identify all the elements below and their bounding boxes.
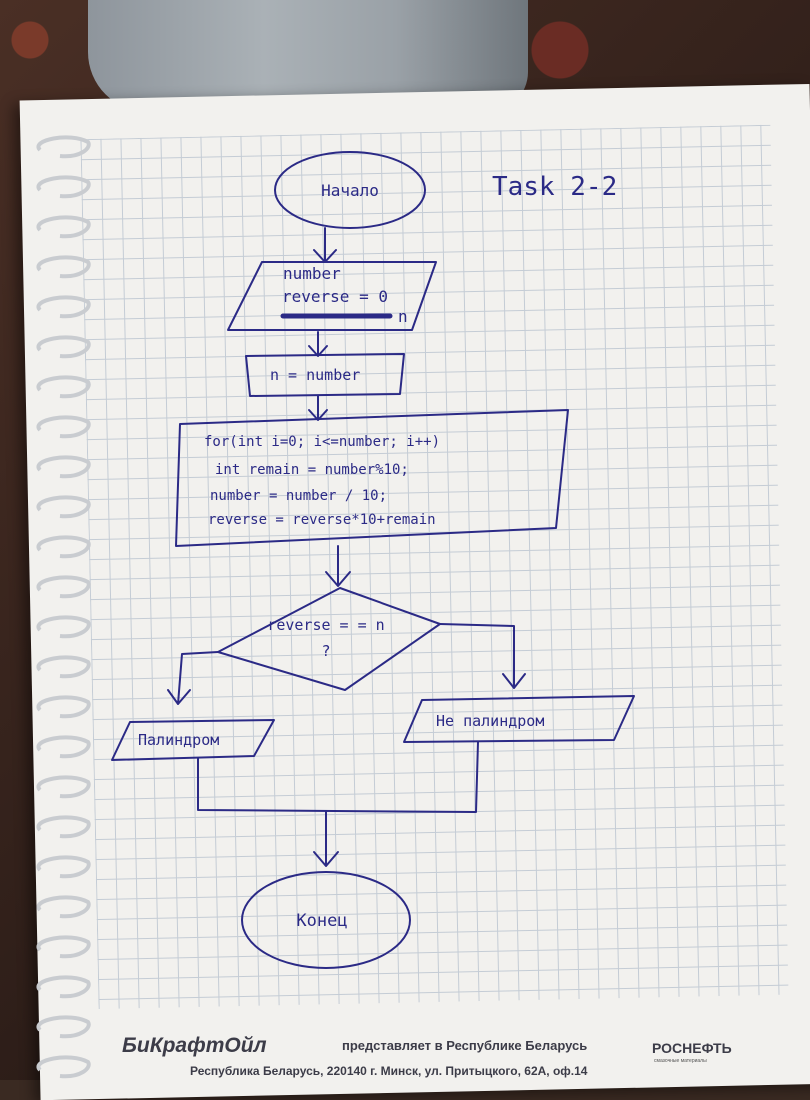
spiral-ring [36,1015,91,1039]
spiral-ring [36,535,91,559]
end-label: Конец [296,911,347,931]
loop-line-4: reverse = reverse*10+remain [208,512,436,528]
footer-tagline: представляет в Республике Беларусь [342,1038,588,1053]
spiral-ring [36,615,91,639]
footer-address: Республика Беларусь, 220140 г. Минск, ул… [190,1064,588,1078]
end-terminator [241,871,411,969]
spiral-ring [36,495,91,519]
input-parallelogram [227,261,437,331]
task-title: Task 2-2 [492,172,617,202]
spiral-ring [36,695,91,719]
spiral-ring [36,335,91,359]
start-terminator [274,151,426,229]
loop-line-3: number = number / 10; [210,488,387,504]
arrow-assign-to-loop [308,395,328,421]
spiral-ring [36,975,91,999]
spiral-ring [36,455,91,479]
merge-line [197,741,479,813]
spiral-ring [36,895,91,919]
decision-condition: reverse = = n [267,616,384,634]
spiral-ring [36,935,91,959]
loop-process [175,409,569,547]
spiral-ring [36,135,91,159]
rosneft-subtitle: смазочные материалы [654,1058,707,1064]
yes-output-parallelogram [111,719,275,761]
spiral-ring [36,735,91,759]
spiral-ring [36,655,91,679]
input-number: number [283,264,341,283]
spiral-ring [36,575,91,599]
spiral-ring [36,855,91,879]
spiral-ring [36,295,91,319]
spiral-ring [36,175,91,199]
arrow-merge-to-end [313,811,339,867]
start-label: Начало [321,181,379,200]
assign-process [245,353,405,397]
loop-line-1: for(int i=0; i<=number; i++) [204,434,440,450]
decision-question: ? [321,642,330,660]
no-output-parallelogram [403,695,635,743]
spiral-ring [36,255,91,279]
assign-label: n = number [270,366,360,384]
spiral-ring [36,775,91,799]
input-n: n [398,307,408,326]
spiral-ring [36,215,91,239]
arrow-no-branch [439,623,526,689]
spiral-ring [36,815,91,839]
yes-output-label: Палиндром [138,731,219,749]
spiral-ring [36,1055,91,1079]
input-reverse: reverse = 0 [282,287,388,306]
notebook-footer: БиКрафтОйл представляет в Республике Бел… [90,1018,790,1080]
arrow-yes-branch [167,651,219,705]
arrow-input-to-assign [308,331,328,357]
arrow-start-to-input [313,227,337,263]
loop-line-2: int remain = number%10; [215,462,409,478]
arrow-loop-to-decision [325,545,351,587]
no-output-label: Не палиндром [436,712,544,730]
spiral-ring [36,415,91,439]
spiral-ring [36,375,91,399]
brand-logo-text: БиКрафтОйл [122,1034,267,1057]
decision-diamond [217,587,441,691]
rosneft-logo-text: РОСНЕФТЬ [652,1040,732,1056]
